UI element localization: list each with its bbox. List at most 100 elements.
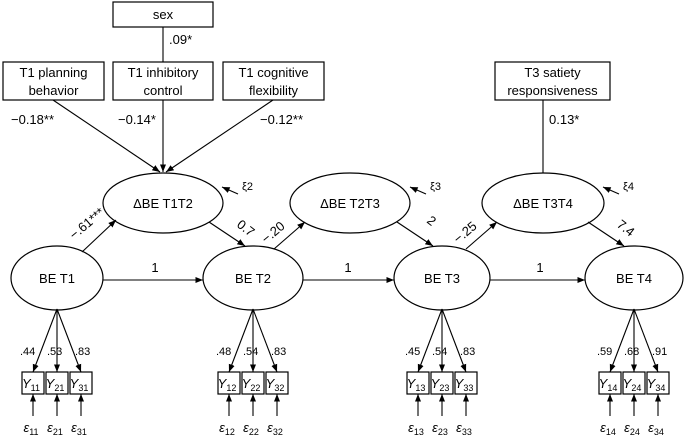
t3-satiety-label-line1: T3 satiety (524, 65, 581, 80)
indicator-label-11: Y11 (22, 376, 40, 393)
indicator-label-23: Y23 (431, 376, 450, 393)
error-label-31: ε31 (71, 420, 87, 435)
disturbance-arrow-xi3 (409, 186, 427, 195)
coef-satiety: 0.13* (549, 112, 579, 127)
t1-cognitive-box: T1 cognitive flexibility (222, 61, 325, 101)
t1-cognitive-label-line2: flexibility (249, 83, 299, 98)
indicator-label-14: Y14 (599, 376, 618, 393)
loading-value-12: .48 (216, 346, 231, 358)
t1-planning-box: T1 planning behavior (2, 61, 105, 101)
indicator-groups: Y11ε11.44Y21ε21.53Y31ε31.83Y12ε12.48Y22ε… (20, 308, 670, 435)
path-cognitive-to-delta-t1t2 (165, 99, 274, 173)
error-label-23: ε23 (432, 420, 448, 435)
coef-be-t2-delta: −.20 (258, 218, 287, 246)
be-node-t2: BE T2 (202, 245, 304, 311)
loading-arrow-32 (252, 308, 278, 373)
be-node-t4: BE T4 (584, 245, 684, 311)
error-label-33: ε33 (456, 420, 472, 435)
be-t1-label: BE T1 (39, 271, 75, 286)
path-planning-to-delta-t1t2 (52, 99, 161, 173)
be-t4-label: BE T4 (616, 271, 652, 286)
loading-value-14: .59 (597, 346, 612, 358)
be-node-t3: BE T3 (393, 245, 491, 311)
indicator-label-24: Y24 (623, 376, 642, 393)
path-delta-t1t2-to-be-t2 (208, 221, 246, 247)
coef-be-t1-delta: −.61*** (66, 205, 107, 243)
disturbance-arrow-xi2 (221, 186, 239, 195)
t1-inhibitory-box: T1 inhibitory control (112, 61, 214, 101)
delta-node-t1t2: ΔBE T1T2 (102, 172, 224, 234)
delta-node-t2t3: ΔBE T2T3 (289, 172, 411, 234)
loading-value-22: .54 (243, 346, 258, 358)
t3-satiety-label-line2: responsiveness (507, 83, 598, 98)
loading-arrow-12 (228, 308, 254, 373)
loading-value-31: .83 (75, 346, 90, 358)
path-delta-t2t3-to-be-t3 (396, 221, 434, 247)
sex-box: sex (112, 1, 214, 28)
error-label-11: ε11 (23, 420, 38, 435)
be-node-t1: BE T1 (10, 245, 104, 311)
path-be-t3-to-delta-t3t4 (465, 221, 498, 250)
loading-arrow-31 (56, 308, 82, 373)
coef-ar-t1-t2: 1 (151, 260, 158, 275)
delta-node-t3t4: ΔBE T3T4 (481, 172, 605, 234)
error-label-13: ε13 (408, 420, 424, 435)
be-t3-label: BE T3 (424, 271, 460, 286)
indicator-label-33: Y33 (455, 376, 474, 393)
error-label-14: ε14 (600, 420, 616, 435)
loading-value-23: .54 (432, 346, 447, 358)
error-label-22: ε22 (243, 420, 259, 435)
error-label-34: ε34 (648, 420, 664, 435)
indicator-label-31: Y31 (70, 376, 89, 393)
coef-ar-t2-t3: 1 (344, 260, 351, 275)
coef-delta-t3t4-be: 7.4 (614, 217, 637, 240)
coef-be-t3-delta: −.25 (450, 218, 479, 246)
coef-sex: .09* (169, 32, 192, 47)
disturbance-xi3: ξ3 (430, 181, 441, 193)
t1-inhibitory-label-line1: T1 inhibitory (128, 65, 199, 80)
coef-ar-t3-t4: 1 (536, 260, 543, 275)
path-delta-t3t4-to-be-t4 (587, 221, 625, 247)
indicator-label-22: Y22 (242, 376, 261, 393)
disturbance-xi4: ξ4 (623, 181, 634, 193)
t3-satiety-box: T3 satiety responsiveness (494, 61, 611, 101)
error-label-12: ε12 (219, 420, 235, 435)
coef-delta-t2t3-be: 2 (424, 213, 439, 229)
loading-value-13: .45 (405, 346, 420, 358)
coef-delta-t1t2-be: 0.7 (234, 217, 257, 240)
loading-value-21: .53 (47, 346, 62, 358)
loading-value-32: .83 (271, 346, 286, 358)
t1-inhibitory-label-line2: control (143, 83, 182, 98)
indicator-label-21: Y21 (46, 376, 65, 393)
disturbance-arrow-xi4 (602, 186, 620, 195)
t1-planning-label-line1: T1 planning (20, 65, 88, 80)
loading-arrow-14 (609, 308, 635, 373)
coef-planning: −0.18** (11, 112, 54, 127)
loading-arrow-33 (441, 308, 467, 373)
loading-value-34: .91 (652, 346, 667, 358)
t1-planning-label-line2: behavior (29, 83, 80, 98)
disturbance-xi2: ξ2 (242, 181, 253, 193)
loading-arrow-34 (633, 308, 659, 373)
delta-t2t3-label: ΔBE T2T3 (320, 196, 380, 211)
loading-arrow-11 (32, 308, 58, 373)
delta-t1t2-label: ΔBE T1T2 (133, 196, 193, 211)
delta-t3t4-label: ΔBE T3T4 (513, 196, 573, 211)
sex-label: sex (153, 7, 174, 22)
coef-cognitive: −0.12** (260, 112, 303, 127)
t1-cognitive-label-line1: T1 cognitive (238, 65, 308, 80)
error-label-21: ε21 (47, 420, 63, 435)
error-label-32: ε32 (267, 420, 283, 435)
indicator-label-32: Y32 (266, 376, 285, 393)
loading-value-33: .83 (460, 346, 475, 358)
loading-value-24: .68 (624, 346, 639, 358)
be-t2-label: BE T2 (235, 271, 271, 286)
indicator-label-13: Y13 (407, 376, 426, 393)
coef-inhibitory: −0.14* (118, 112, 156, 127)
error-label-24: ε24 (624, 420, 640, 435)
